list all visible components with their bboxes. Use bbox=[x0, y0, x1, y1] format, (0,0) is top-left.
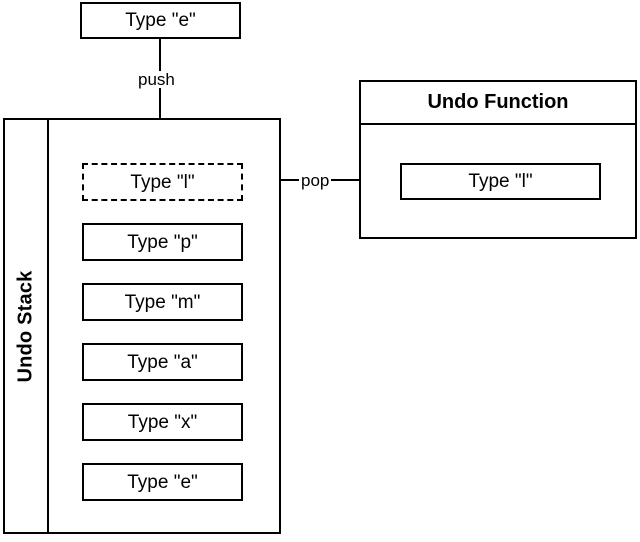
pop-edge-label: pop bbox=[299, 171, 332, 190]
undo-stack-label: Undo Stack bbox=[5, 120, 47, 532]
undo-function-title: Undo Function bbox=[361, 82, 635, 125]
stack-item-5[interactable]: Type "e" bbox=[82, 463, 243, 501]
stack-item-1[interactable]: Type "p" bbox=[82, 223, 243, 261]
stack-item-0[interactable]: Type "l" bbox=[82, 163, 243, 201]
stack-item-2[interactable]: Type "m" bbox=[82, 283, 243, 321]
stack-item-3[interactable]: Type "a" bbox=[82, 343, 243, 381]
undo-stack-label-text: Undo Stack bbox=[14, 269, 37, 383]
input-node-type-e[interactable]: Type "e" bbox=[80, 2, 241, 39]
undo-function-popped-item[interactable]: Type "l" bbox=[400, 163, 601, 200]
undo-stack-divider bbox=[47, 120, 49, 532]
push-edge-label: push bbox=[136, 70, 177, 89]
undo-function-container: Undo Function Type "l" bbox=[359, 80, 637, 239]
stack-item-4[interactable]: Type "x" bbox=[82, 403, 243, 441]
undo-stack-container: Undo Stack Type "l" Type "p" Type "m" Ty… bbox=[3, 118, 281, 534]
